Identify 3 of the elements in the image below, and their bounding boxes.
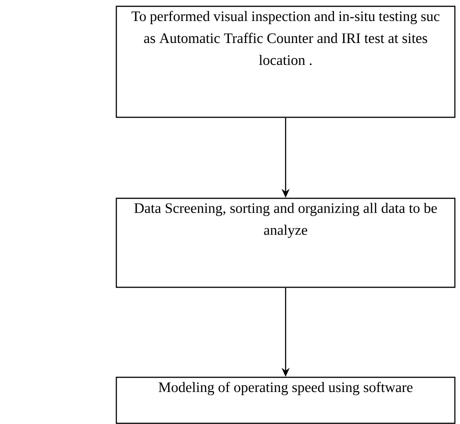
- process-box: Data Screening, sorting and organizing all data to be analyze: [116, 198, 456, 288]
- process-box: Modeling of operating speed using software: [116, 376, 456, 424]
- process-box: To performed visual inspection and in-situ testing suc as Automatic Traffic Counter and IRI test at sites location .: [116, 6, 456, 118]
